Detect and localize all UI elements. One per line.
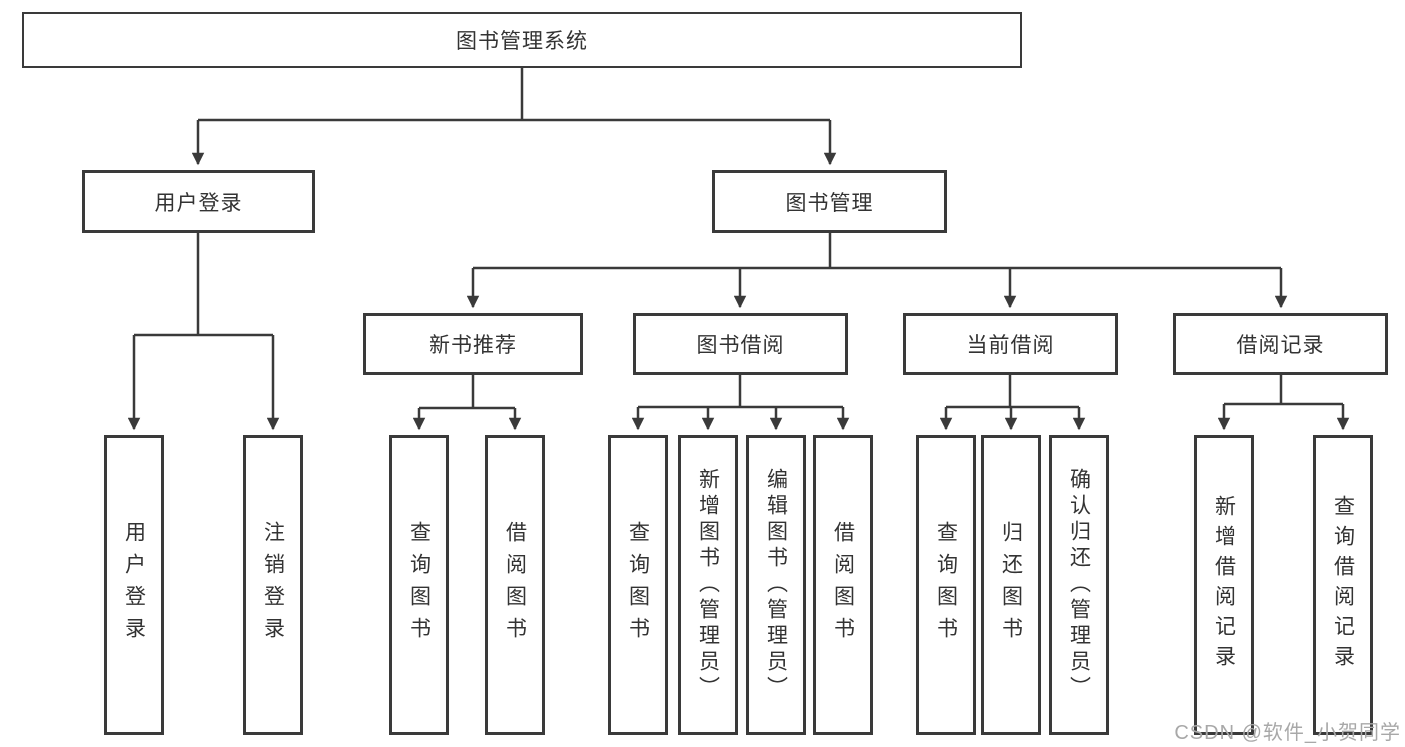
leaf-add-books-admin: 新增图书（管理员） bbox=[678, 435, 738, 735]
node-borrowing-records: 借阅记录 bbox=[1173, 313, 1388, 375]
node-label: 新增借阅记录 bbox=[1212, 495, 1236, 675]
node-label: 新增图书（管理员） bbox=[696, 468, 720, 702]
leaf-logout: 注销登录 bbox=[243, 435, 303, 735]
leaf-query-books-current: 查询图书 bbox=[916, 435, 976, 735]
leaf-add-borrow-record: 新增借阅记录 bbox=[1194, 435, 1254, 735]
node-user-login-group: 用户登录 bbox=[82, 170, 315, 233]
leaf-borrow-books: 借阅图书 bbox=[813, 435, 873, 735]
leaf-return-books: 归还图书 bbox=[981, 435, 1041, 735]
leaf-edit-books-admin: 编辑图书（管理员） bbox=[746, 435, 806, 735]
node-label: 确认归还（管理员） bbox=[1067, 468, 1091, 702]
node-label: 借阅图书 bbox=[831, 521, 855, 649]
node-label: 注销登录 bbox=[261, 521, 285, 649]
node-new-book-recommendation: 新书推荐 bbox=[363, 313, 583, 375]
leaf-user-login: 用户登录 bbox=[104, 435, 164, 735]
node-label: 当前借阅 bbox=[966, 334, 1055, 357]
node-label: 用户登录 bbox=[154, 191, 243, 215]
node-label: 图书管理系统 bbox=[456, 30, 588, 53]
node-label: 编辑图书（管理员） bbox=[764, 468, 788, 702]
node-label: 查询借阅记录 bbox=[1331, 495, 1355, 675]
leaf-query-books-borrowing: 查询图书 bbox=[608, 435, 668, 735]
node-current-borrowing: 当前借阅 bbox=[903, 313, 1118, 375]
node-label: 图书管理 bbox=[785, 191, 874, 215]
node-label: 用户登录 bbox=[122, 521, 146, 649]
node-label: 查询图书 bbox=[407, 521, 431, 649]
csdn-watermark: CSDN @软件_小贺同学 bbox=[1174, 722, 1401, 744]
leaf-confirm-return-admin: 确认归还（管理员） bbox=[1049, 435, 1109, 735]
leaf-borrow-books-recommend: 借阅图书 bbox=[485, 435, 545, 735]
node-label: 查询图书 bbox=[626, 521, 650, 649]
node-label: 新书推荐 bbox=[429, 334, 517, 357]
leaf-query-borrow-record: 查询借阅记录 bbox=[1313, 435, 1373, 735]
node-label: 图书借阅 bbox=[696, 334, 785, 357]
node-label: 查询图书 bbox=[934, 521, 958, 649]
node-book-borrowing: 图书借阅 bbox=[633, 313, 848, 375]
node-label: 归还图书 bbox=[999, 521, 1023, 649]
node-library-management-system: 图书管理系统 bbox=[22, 12, 1022, 68]
node-label: 借阅图书 bbox=[503, 521, 527, 649]
node-label: 借阅记录 bbox=[1236, 334, 1325, 357]
node-book-management-group: 图书管理 bbox=[712, 170, 947, 233]
leaf-query-books-recommend: 查询图书 bbox=[389, 435, 449, 735]
